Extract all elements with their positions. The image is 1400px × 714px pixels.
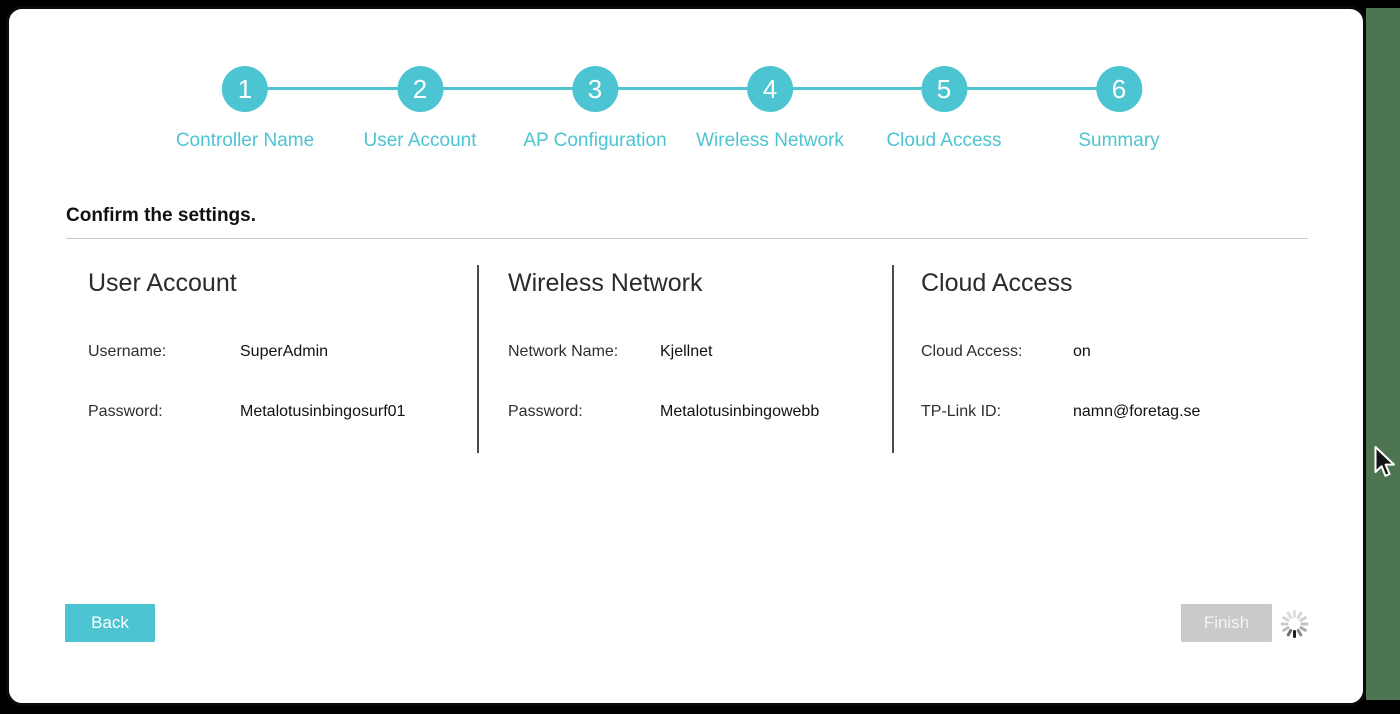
step-cloud-access[interactable]: 5 Cloud Access [886, 66, 1002, 152]
step-number-badge: 1 [221, 66, 268, 112]
step-number-badge: 5 [921, 66, 967, 112]
mouse-cursor-icon [1374, 446, 1395, 477]
summary-row-tplink-id: TP-Link ID: namn@foretag.se [921, 403, 1200, 421]
heading-divider [66, 238, 1308, 239]
row-value: Metalotusinbingowebb [660, 403, 820, 420]
step-number-badge: 6 [1095, 66, 1142, 112]
section-title: User Account [88, 269, 237, 297]
row-label: Password: [88, 403, 163, 420]
step-label: Cloud Access [886, 130, 1002, 151]
step-number-badge: 4 [747, 66, 793, 112]
row-label: Password: [508, 403, 583, 420]
summary-row-wifi-password: Password: Metalotusinbingowebb [508, 403, 819, 421]
row-value: Kjellnet [660, 343, 713, 360]
step-label: Summary [1078, 130, 1160, 151]
loading-spinner-icon [1280, 610, 1309, 638]
summary-row-cloud-access: Cloud Access: on [921, 343, 1200, 361]
wizard-stepper: 1 Controller Name 2 User Account 3 AP Co… [9, 9, 1363, 159]
section-title: Cloud Access [921, 269, 1073, 297]
page-title: Confirm the settings. [66, 205, 257, 226]
summary-row-username: Username: SuperAdmin [88, 343, 405, 361]
section-title: Wireless Network [508, 269, 703, 297]
step-label: AP Configuration [523, 130, 667, 151]
step-number-badge: 2 [397, 66, 443, 112]
step-wireless-network[interactable]: 4 Wireless Network [696, 66, 844, 152]
summary-row-network-name: Network Name: Kjellnet [508, 343, 819, 361]
step-ap-configuration[interactable]: 3 AP Configuration [523, 66, 667, 152]
step-controller-name[interactable]: 1 Controller Name [176, 66, 314, 152]
row-label: Cloud Access: [921, 343, 1023, 360]
desktop-background-strip [1366, 8, 1400, 700]
row-value: SuperAdmin [240, 343, 329, 360]
summary-section-cloud-access: Cloud Access Cloud Access: on TP-Link ID… [921, 269, 1200, 463]
step-number-badge: 3 [572, 66, 618, 112]
setup-wizard-window: 1 Controller Name 2 User Account 3 AP Co… [6, 6, 1366, 706]
step-summary[interactable]: 6 Summary [1078, 66, 1160, 152]
summary-section-wireless-network: Wireless Network Network Name: Kjellnet … [508, 269, 819, 463]
column-divider [477, 265, 479, 453]
row-label: TP-Link ID: [921, 403, 1002, 420]
step-label: User Account [363, 130, 477, 151]
finish-button[interactable]: Finish [1181, 604, 1272, 642]
row-value: on [1073, 343, 1091, 360]
stepper-connector-line [245, 87, 1119, 90]
summary-section-user-account: User Account Username: SuperAdmin Passwo… [88, 269, 405, 463]
step-user-account[interactable]: 2 User Account [364, 66, 477, 152]
row-label: Username: [88, 343, 167, 360]
row-value: namn@foretag.se [1073, 403, 1201, 420]
step-label: Wireless Network [696, 130, 844, 151]
row-label: Network Name: [508, 343, 619, 360]
row-value: Metalotusinbingosurf01 [240, 403, 406, 420]
back-button[interactable]: Back [65, 604, 155, 642]
column-divider [892, 265, 894, 453]
step-label: Controller Name [175, 130, 315, 151]
summary-row-password: Password: Metalotusinbingosurf01 [88, 403, 405, 421]
